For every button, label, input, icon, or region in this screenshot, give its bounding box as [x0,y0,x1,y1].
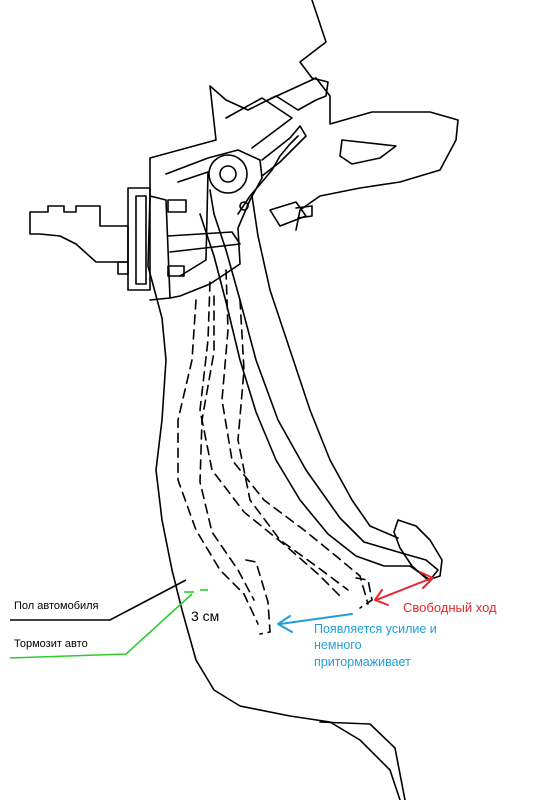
brakes-leader-line [9,593,193,659]
brakes-label: Тормозит авто [14,638,88,650]
force-arrowhead [277,615,293,633]
switch-body [269,201,307,227]
free-play-arrowhead-right [419,571,434,589]
pedal-pad-dashed-mid [355,577,373,609]
force-label: Появляется усилие и немного притормажива… [314,621,437,670]
mount-bolt-left-2 [167,199,187,213]
firewall-inner-outline [225,97,293,149]
floor-leader-line [10,579,187,621]
force-label-line-1: Появляется усилие и [314,622,437,636]
footwell-outline [147,195,401,800]
free-play-arrowhead-left [374,589,389,606]
bracket-slot [339,139,397,165]
force-label-line-2: немного [314,638,362,653]
mount-bolt-left-3 [167,265,185,277]
pedal-arm-dashed-full-edge [199,295,255,601]
pivot-outer [208,154,248,194]
pedal-arm-dashed-full [177,299,259,625]
switch-bolt [295,205,313,219]
mount-bolt-left-1 [117,261,129,275]
pedal-arm-dashed-mid-edge [199,281,341,597]
floor-outline [319,721,406,800]
pedal-box [165,149,263,299]
pedal-arm-dashed-mid [221,269,369,605]
pivot-inner [219,165,237,183]
pedal-pad-solid [393,519,443,581]
cylinder-flange-inner [135,195,147,285]
pivot-pin [239,201,249,211]
bracket-arm [261,125,307,177]
push-rod [167,231,241,253]
pedal-arm-solid [199,189,439,581]
booster-plate [149,195,171,301]
force-arrow-line [279,613,353,625]
master-cylinder [29,205,129,263]
floor-label: Пол автомобиля [14,600,99,612]
bracket-outline [267,77,459,231]
cylinder-flange [127,187,151,291]
pedal-box-inner [177,171,209,277]
firewall-outline [149,0,329,197]
free-play-label: Свободный ход [403,600,497,615]
gap-label: 3 см [191,608,220,624]
free-play-arrow-line [375,577,433,601]
pedal-pad-dashed-full [245,559,271,635]
force-label-line-3: притормаживает [314,654,411,669]
switch-spring [237,135,299,215]
pedal-arm-solid-edge [251,195,399,539]
pedal-arm-dashed-third [237,299,349,591]
